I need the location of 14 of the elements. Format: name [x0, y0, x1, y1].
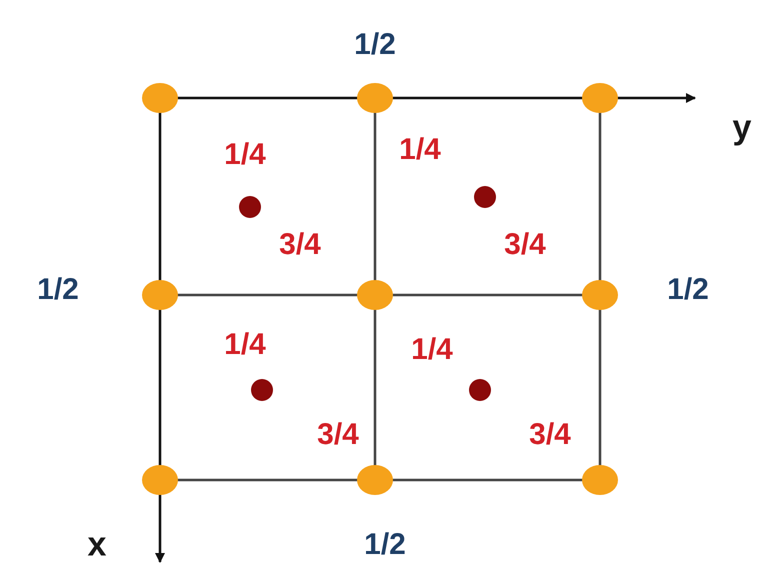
coordinate-label: 1/4: [224, 328, 266, 362]
coordinate-label: 1/4: [399, 133, 441, 167]
coordinate-label: 1/4: [224, 138, 266, 172]
coordinate-label: 1/4: [411, 333, 453, 367]
coordinate-label: 1/2: [37, 273, 79, 307]
coordinate-label: 1/2: [667, 273, 709, 307]
coordinate-label: 1/2: [354, 28, 396, 62]
coordinate-label: 3/4: [504, 228, 546, 262]
coordinate-label: 1/2: [364, 528, 406, 562]
coordinate-label: 3/4: [529, 418, 571, 452]
coordinate-label: 3/4: [279, 228, 321, 262]
axis-label: x: [88, 526, 106, 564]
axis-label: y: [732, 108, 752, 148]
coordinate-label: 3/4: [317, 418, 359, 452]
